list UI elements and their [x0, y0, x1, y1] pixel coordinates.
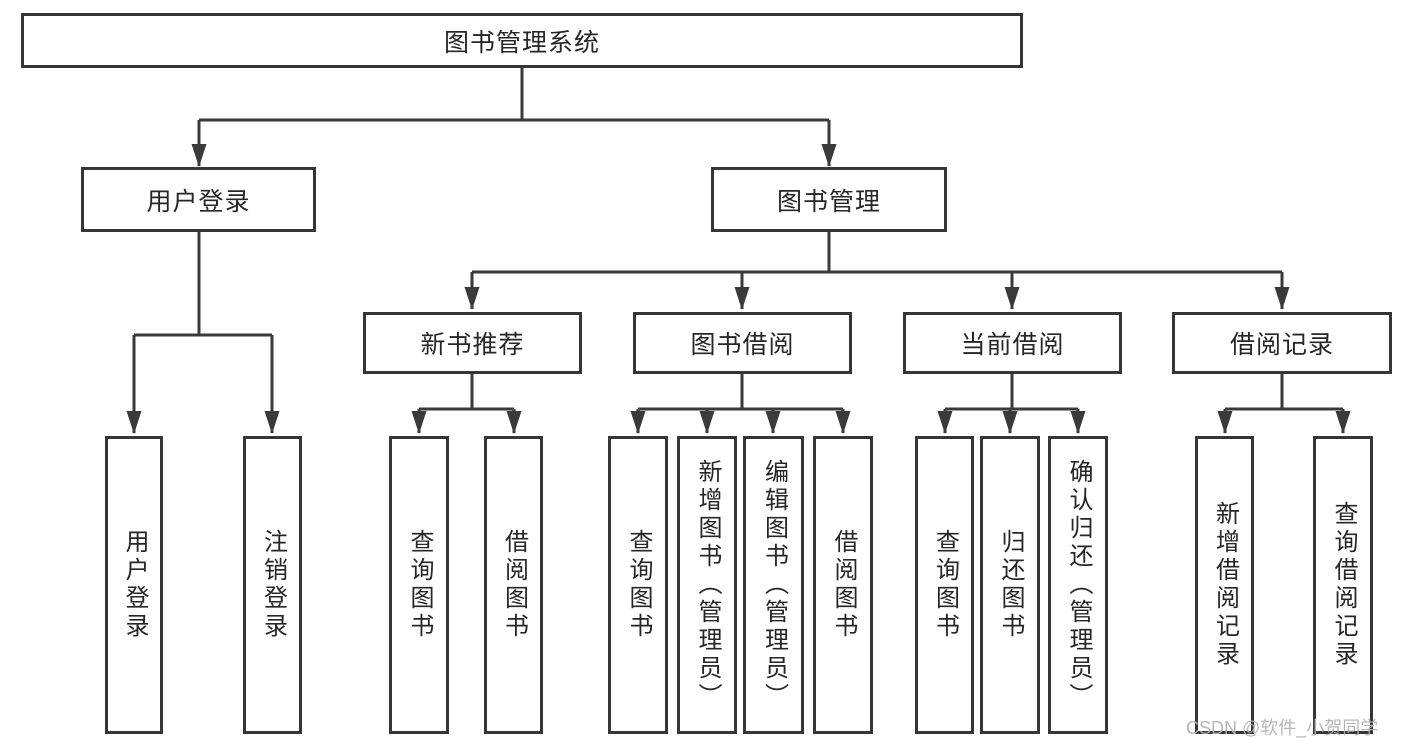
diagram-box-root-label: 图书管理系统 [443, 28, 600, 57]
diagram-box-book-management: 图书管理 [711, 167, 947, 232]
diagram-box-leaf-cb-query-books: 查询图书 [915, 436, 974, 734]
diagram-box-leaf-nb-query-books: 查询图书 [389, 436, 449, 734]
diagram-box-root: 图书管理系统 [21, 13, 1023, 68]
diagram-box-leaf-bb-edit-books-admin-label: 编辑图书（管理员） [760, 459, 788, 711]
diagram-box-book-borrow-label: 图书借阅 [690, 331, 795, 359]
diagram-box-leaf-cb-confirm-return-admin-label: 确认归还（管理员） [1065, 459, 1092, 711]
diagram-box-leaf-bb-borrow-books: 借阅图书 [813, 436, 873, 734]
diagram-box-new-book-recommend: 新书推荐 [363, 312, 582, 374]
diagram-box-leaf-cb-query-books-label: 查询图书 [931, 529, 959, 641]
diagram-box-leaf-logout: 注销登录 [243, 436, 302, 734]
diagram-box-new-book-recommend-label: 新书推荐 [420, 331, 525, 359]
diagram-box-leaf-nb-borrow-books-label: 借阅图书 [500, 529, 528, 641]
diagram-box-book-management-label: 图书管理 [776, 187, 881, 216]
connector-book-management-children [464, 232, 1290, 310]
diagram-box-leaf-logout-label: 注销登录 [259, 529, 287, 641]
diagram-box-leaf-bb-borrow-books-label: 借阅图书 [830, 529, 857, 641]
diagram-box-leaf-cb-confirm-return-admin: 确认归还（管理员） [1048, 436, 1108, 734]
diagram-box-leaf-bb-query-books-label: 查询图书 [625, 529, 652, 641]
diagram-box-leaf-nb-query-books-label: 查询图书 [406, 529, 433, 641]
diagram-box-leaf-cb-return-books-label: 归还图书 [997, 529, 1024, 641]
diagram-box-book-borrow: 图书借阅 [633, 312, 852, 374]
diagram-box-leaf-br-add-record: 新增借阅记录 [1195, 436, 1254, 734]
diagram-box-leaf-nb-borrow-books: 借阅图书 [484, 436, 543, 734]
diagram-box-leaf-bb-add-books-admin-label: 新增图书（管理员） [694, 459, 721, 711]
diagram-box-current-borrow-label: 当前借阅 [960, 331, 1065, 359]
connector-book-borrow-children [630, 374, 851, 434]
diagram-box-leaf-bb-query-books: 查询图书 [608, 436, 668, 734]
diagram-box-borrow-records: 借阅记录 [1172, 312, 1392, 374]
diagram-box-leaf-bb-edit-books-admin: 编辑图书（管理员） [743, 436, 804, 734]
connector-user-login-children [126, 232, 280, 434]
diagram-box-user-login: 用户登录 [81, 167, 316, 232]
csdn-watermark: CSDN @软件_小贺同学 [1186, 718, 1379, 738]
connector-root-to-level2 [191, 68, 837, 167]
diagram-box-current-borrow: 当前借阅 [903, 312, 1122, 374]
diagram-box-leaf-bb-add-books-admin: 新增图书（管理员） [677, 436, 737, 734]
connector-borrow-records-children [1217, 374, 1351, 434]
diagram-box-leaf-user-login: 用户登录 [105, 436, 163, 734]
diagram-box-borrow-records-label: 借阅记录 [1229, 331, 1334, 359]
diagram-box-leaf-br-query-record-label: 查询借阅记录 [1330, 501, 1357, 669]
diagram-box-leaf-cb-return-books: 归还图书 [980, 436, 1040, 734]
diagram-box-leaf-br-add-record-label: 新增借阅记录 [1211, 501, 1239, 669]
diagram-box-leaf-user-login-label: 用户登录 [121, 529, 148, 641]
diagram-box-leaf-br-query-record: 查询借阅记录 [1313, 436, 1373, 734]
connector-new-book-recommend-children [411, 374, 522, 434]
connector-current-borrow-children [937, 374, 1086, 434]
diagram-box-user-login-label: 用户登录 [146, 187, 251, 216]
